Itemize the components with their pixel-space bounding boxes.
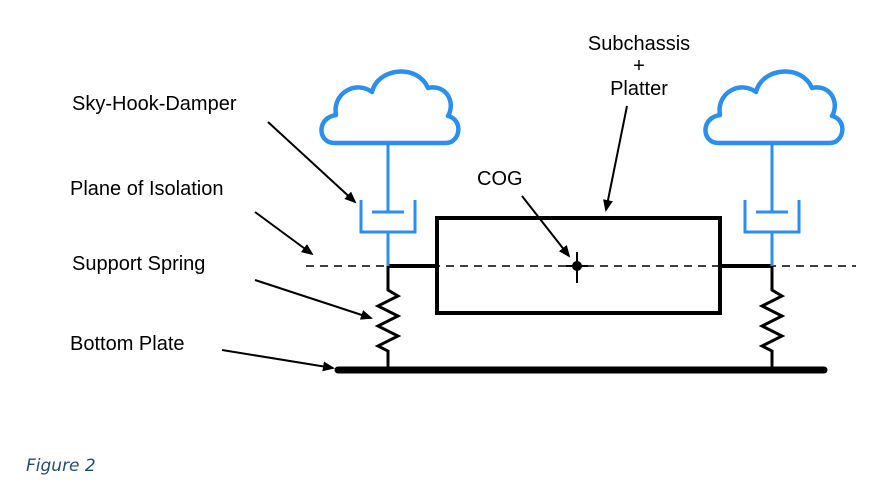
subchassis-label-line1: Subchassis <box>588 33 690 55</box>
bottom-plate-label: Bottom Plate <box>70 333 185 355</box>
left-sky-hook-damper <box>319 69 461 266</box>
subchassis-arrow <box>603 105 628 212</box>
bottom-plate-arrow <box>221 349 335 372</box>
spring-icon <box>758 266 786 370</box>
sky-hook-damper-arrow <box>267 121 357 204</box>
right-support-spring <box>758 266 786 370</box>
plane-of-isolation-label: Plane of Isolation <box>70 178 223 200</box>
cloud-icon <box>703 69 845 146</box>
sky-hook-damper-label: Sky-Hook-Damper <box>72 93 237 115</box>
cog-marker <box>566 252 588 283</box>
support-spring-arrow <box>254 279 373 320</box>
cog-arrow <box>521 195 571 258</box>
left-support-spring <box>374 266 402 370</box>
figure-caption: Figure 2 <box>26 456 96 476</box>
cloud-icon <box>319 69 461 146</box>
right-sky-hook-damper <box>703 69 845 266</box>
spring-icon <box>374 266 402 370</box>
subchassis-label-line2: + <box>633 55 645 77</box>
cog-label: COG <box>477 168 523 190</box>
subchassis-label-line3: Platter <box>610 78 668 100</box>
support-spring-label: Support Spring <box>72 253 205 275</box>
plane-of-isolation-arrow <box>254 211 314 256</box>
